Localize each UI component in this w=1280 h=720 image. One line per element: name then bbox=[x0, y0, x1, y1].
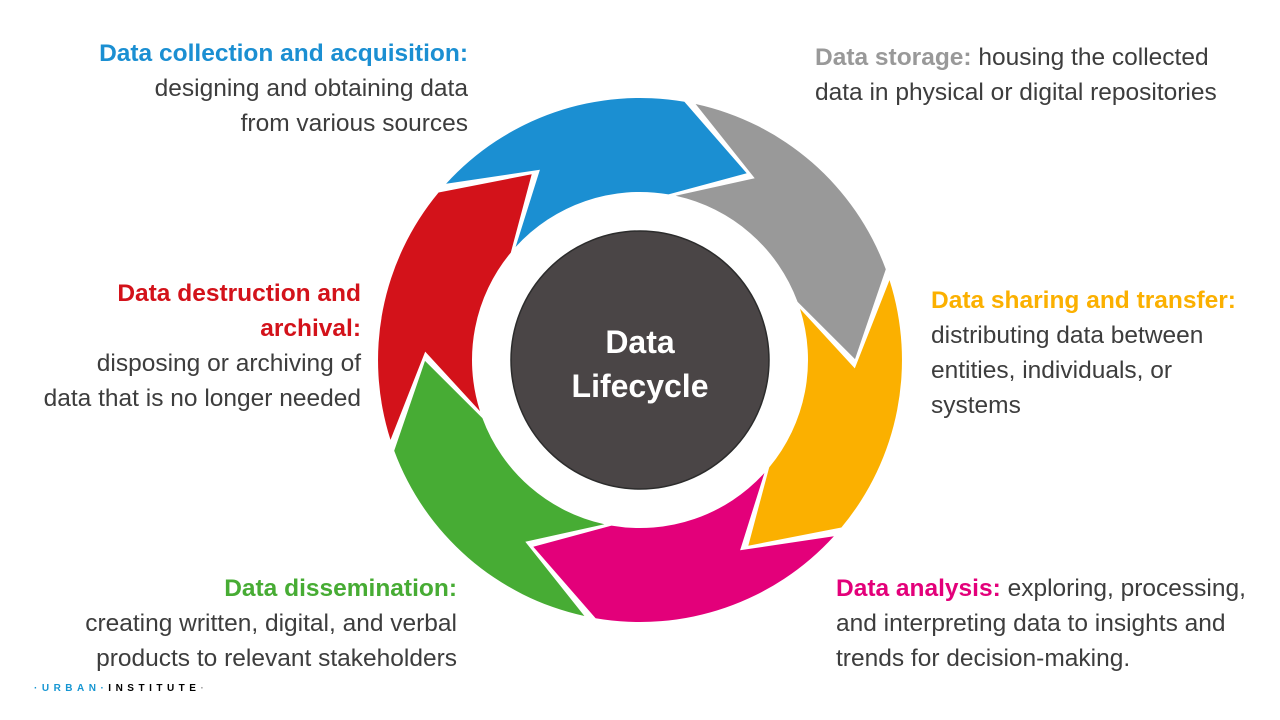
dissemination-line1: creating written, digital, and verbal bbox=[85, 610, 457, 637]
label-destruction: Data destruction and archival: disposing… bbox=[10, 276, 361, 416]
segment-storage bbox=[675, 104, 886, 360]
center-circle bbox=[510, 230, 770, 490]
center-title-line1: Data bbox=[605, 324, 675, 360]
label-analysis: Data analysis: exploring, processing, an… bbox=[836, 571, 1276, 676]
sharing-line2: entities, individuals, or bbox=[931, 357, 1173, 384]
label-dissemination: Data dissemination: creating written, di… bbox=[20, 571, 457, 676]
logo-dot-right: · bbox=[200, 683, 209, 694]
urban-institute-logo: ·URBAN·INSTITUTE· bbox=[34, 683, 208, 699]
storage-line1-rest: housing the collected bbox=[971, 44, 1209, 71]
label-storage: Data storage: housing the collected data… bbox=[815, 40, 1265, 110]
segment-destruction bbox=[378, 174, 532, 440]
logo-institute: INSTITUTE bbox=[108, 683, 201, 694]
collection-heading: Data collection and acquisition: bbox=[99, 40, 468, 67]
center-title-line2: Lifecycle bbox=[571, 368, 709, 404]
dissemination-line2: products to relevant stakeholders bbox=[96, 645, 457, 672]
storage-line2: data in physical or digital repositories bbox=[815, 79, 1217, 106]
label-sharing: Data sharing and transfer: distributing … bbox=[931, 283, 1261, 423]
analysis-line3: trends for decision-making. bbox=[836, 645, 1131, 672]
sharing-line3: systems bbox=[931, 392, 1021, 419]
destruction-heading-line1: Data destruction and bbox=[117, 280, 361, 307]
analysis-line2: and interpreting data to insights and bbox=[836, 610, 1226, 637]
storage-heading: Data storage: bbox=[815, 44, 972, 71]
destruction-line1: disposing or archiving of bbox=[96, 350, 361, 377]
logo-dot-mid: · bbox=[100, 683, 109, 694]
segment-collection bbox=[446, 98, 747, 247]
analysis-heading: Data analysis: bbox=[836, 575, 1001, 602]
storage-line1: Data storage: housing the collected bbox=[815, 40, 1265, 75]
center-title: Data Lifecycle bbox=[510, 320, 770, 408]
segment-dissemination bbox=[394, 360, 605, 616]
dissemination-heading: Data dissemination: bbox=[224, 575, 457, 602]
sharing-line1: distributing data between bbox=[931, 322, 1204, 349]
collection-line2: from various sources bbox=[240, 110, 468, 137]
segment-analysis bbox=[533, 473, 834, 622]
destruction-heading-line2: archival: bbox=[260, 315, 361, 342]
analysis-line1-rest: exploring, processing, bbox=[1000, 575, 1246, 602]
segment-sharing bbox=[748, 280, 902, 546]
label-collection: Data collection and acquisition: designi… bbox=[60, 36, 468, 141]
analysis-line1: Data analysis: exploring, processing, bbox=[836, 571, 1276, 606]
logo-urban: URBAN bbox=[41, 683, 101, 694]
collection-line1: designing and obtaining data bbox=[154, 75, 468, 102]
destruction-line2: data that is no longer needed bbox=[43, 385, 361, 412]
logo-dot-left: · bbox=[34, 683, 42, 694]
sharing-heading: Data sharing and transfer: bbox=[931, 287, 1236, 314]
